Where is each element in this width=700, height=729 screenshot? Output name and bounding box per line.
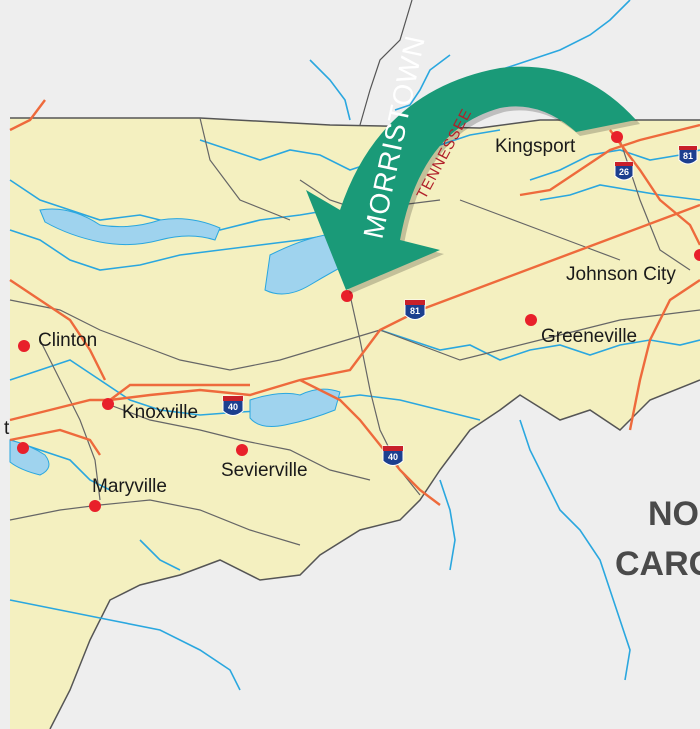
city-label-maryville: Maryville <box>92 476 167 497</box>
city-label-sevierville: Sevierville <box>221 460 308 481</box>
city-dot-kingsport <box>611 131 623 143</box>
city-label-partial: t <box>4 418 10 439</box>
state-border-nc <box>49 379 700 729</box>
city-dot-clinton <box>18 340 30 352</box>
svg-text:81: 81 <box>410 306 420 316</box>
state-border-ky-va <box>359 0 413 126</box>
svg-text:40: 40 <box>228 402 238 412</box>
interstate-shield-40-knoxville: 40 <box>222 395 244 416</box>
city-dot-sevierville <box>236 444 248 456</box>
arrow-body <box>306 66 636 290</box>
city-label-johnson-city: Johnson City <box>566 264 676 285</box>
svg-text:40: 40 <box>388 452 398 462</box>
highways <box>9 99 700 506</box>
city-label-knoxville: Knoxville <box>122 402 198 423</box>
interstate-shield-81-morristown: 81 <box>404 299 426 320</box>
city-dot-morristown <box>341 290 353 302</box>
city-dot-greeneville <box>525 314 537 326</box>
interstate-shield-26: 26 <box>614 161 634 181</box>
city-dots <box>17 131 700 512</box>
interstate-shield-40-south: 40 <box>382 445 404 466</box>
city-dot-knoxville <box>102 398 114 410</box>
city-dot-maryville <box>89 500 101 512</box>
svg-text:81: 81 <box>683 151 693 161</box>
interstate-shield-81-east: 81 <box>678 145 698 165</box>
city-label-greeneville: Greeneville <box>541 326 637 347</box>
state-label-nc-line2: CARO <box>615 545 700 583</box>
svg-text:26: 26 <box>619 167 629 177</box>
city-dot-johnson-city <box>694 249 700 261</box>
city-label-clinton: Clinton <box>38 330 97 351</box>
nc-highway <box>628 279 700 431</box>
state-label-nc-line1: NO <box>648 495 699 533</box>
city-dot-partial <box>17 442 29 454</box>
city-label-kingsport: Kingsport <box>495 136 576 157</box>
